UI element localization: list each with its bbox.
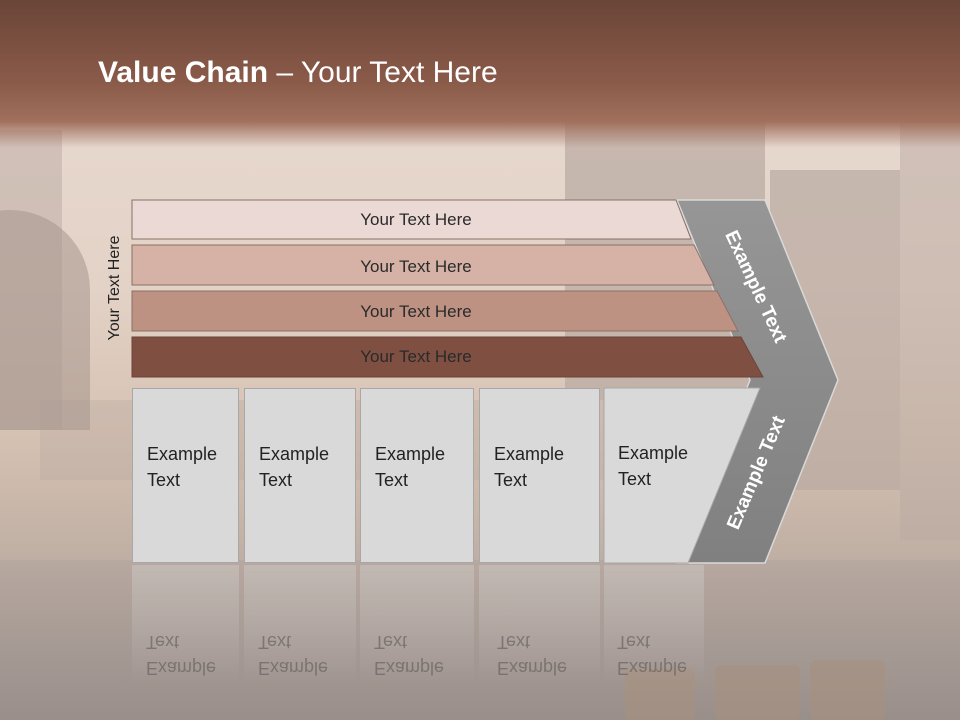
reflection-line2: Text — [146, 632, 180, 652]
reflection-line1: Example — [258, 658, 329, 678]
reflection-line1: Example — [146, 658, 217, 678]
bar-4 — [131, 336, 764, 378]
reflection-line1: Example — [497, 658, 568, 678]
background-piling — [715, 665, 800, 720]
box-1-line1: Example — [147, 444, 218, 464]
activity-box: Example Text — [479, 388, 600, 563]
reflection-text: Example Text — [497, 629, 567, 681]
reflection-line2: Text — [374, 632, 408, 652]
reflection-line2: Text — [497, 632, 531, 652]
reflection-line1: Example — [374, 658, 445, 678]
bar-3 — [131, 290, 739, 332]
box-3-line2: Text — [375, 470, 409, 490]
bar-3-label: Your Text Here — [360, 302, 472, 321]
activity-box: Example Text — [132, 388, 239, 563]
bar-2 — [131, 244, 715, 286]
background-piling — [625, 668, 695, 720]
box-4-line1: Example — [494, 444, 565, 464]
header-band — [0, 0, 960, 148]
reflection: Example Text Example Text Example Text Exam… — [0, 565, 960, 720]
bar-4-label: Your Text Here — [360, 347, 472, 366]
activity-box: Example Text — [360, 388, 474, 563]
reflection-text: Example Text — [374, 629, 444, 681]
slide-title: Value Chain – Your Text Here — [98, 56, 498, 90]
box-1-line2: Text — [147, 470, 181, 490]
background-building — [900, 120, 960, 540]
activity-box: Example Text — [244, 388, 356, 563]
box-2-line1: Example — [259, 444, 330, 464]
activity-box-last: Example Text — [604, 388, 704, 563]
reflection-text: Example Text — [146, 629, 216, 681]
box-4-line2: Text — [494, 470, 528, 490]
background-piling — [810, 660, 885, 720]
reflection-box — [604, 565, 704, 685]
title-bold: Value Chain — [98, 56, 269, 89]
reflection-box — [479, 565, 600, 685]
box-3-line1: Example — [375, 444, 446, 464]
bar-2-label: Your Text Here — [360, 257, 472, 276]
reflection-line1: Example — [617, 658, 688, 678]
box-2-line2: Text — [259, 470, 293, 490]
reflection-box — [360, 565, 474, 685]
reflection-box — [132, 565, 239, 685]
title-rest: – Your Text Here — [268, 56, 498, 89]
reflection-line2: Text — [617, 632, 651, 652]
reflection-box — [244, 565, 356, 685]
reflection-line2: Text — [258, 632, 292, 652]
reflection-text: Example Text — [258, 629, 328, 681]
bar-1 — [131, 199, 692, 240]
background-water — [0, 560, 960, 720]
box-5-line1: Example — [618, 443, 689, 463]
box-5-shape — [603, 387, 761, 564]
box-5-line2: Text — [618, 469, 652, 489]
reflection-text: Example Text — [617, 629, 687, 681]
bar-1-label: Your Text Here — [360, 210, 472, 229]
background-dome — [0, 210, 90, 430]
